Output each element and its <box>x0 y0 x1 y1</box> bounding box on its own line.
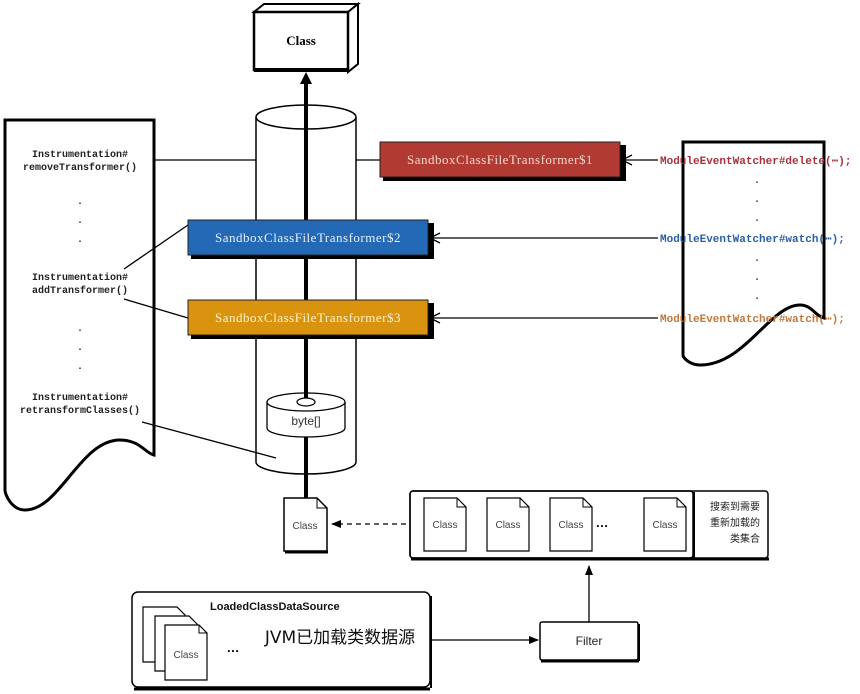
ellipsis-dot: . <box>77 197 83 208</box>
search-set-desc-line1: 搜索到需要 <box>710 500 760 513</box>
ellipsis-dot: . <box>77 343 83 354</box>
output-class-label: Class <box>292 521 317 532</box>
watcher-call-delete: ModuleEventWatcher#delete(⋯); <box>660 156 851 168</box>
add-transformer-line1: Instrumentation# <box>32 272 128 284</box>
search-set-desc-line3: 类集合 <box>730 532 760 545</box>
ellipsis-dot: . <box>754 253 761 265</box>
class-box: Class <box>251 1 361 75</box>
add-connector-3 <box>123 298 189 319</box>
byte-array-disk: byte[] <box>266 372 346 438</box>
loaded-class-data-source: LoadedClassDataSource Class … JVM已加载类数据源 <box>131 591 432 691</box>
add-transformer-line2: addTransformer() <box>32 285 128 297</box>
ellipsis-dot: . <box>77 216 83 227</box>
ellipsis-dot: . <box>754 175 761 187</box>
transformer-2-label: SandboxClassFileTransformer$2 <box>215 230 401 245</box>
search-result-set: Class Class Class Class … 搜索到需要 重新加载的 类集合 <box>409 490 769 561</box>
ellipsis-dot: . <box>754 291 761 303</box>
byte-array-label: byte[] <box>291 414 320 428</box>
search-set-class-file: Class <box>423 497 467 552</box>
search-set-ellipsis: … <box>596 515 609 530</box>
transformer-2: SandboxClassFileTransformer$2 <box>187 219 434 259</box>
remove-transformer-line2: removeTransformer() <box>23 162 137 174</box>
output-class-file: Class <box>283 497 328 554</box>
instrumentation-document: Instrumentation# removeTransformer() . .… <box>3 118 156 512</box>
transformer-3-label: SandboxClassFileTransformer$3 <box>215 310 401 325</box>
stack-front-class-label: Class <box>173 650 198 661</box>
search-set-class-label: Class <box>652 520 677 531</box>
add-connector-2 <box>123 224 189 270</box>
remove-transformer-line1: Instrumentation# <box>32 149 128 161</box>
retransform-classes-line2: retransformClasses() <box>20 405 140 417</box>
data-source-title: LoadedClassDataSource <box>210 601 340 613</box>
ellipsis-dot: . <box>77 362 83 373</box>
retransform-connector <box>141 421 277 459</box>
ellipsis-dot: . <box>754 213 761 225</box>
search-set-class-label: Class <box>558 520 583 531</box>
transformer-1: SandboxClassFileTransformer$1 <box>379 141 626 181</box>
transformer-1-label: SandboxClassFileTransformer$1 <box>407 152 593 167</box>
search-set-class-file: Class <box>549 497 593 552</box>
ellipsis-dot: . <box>754 272 761 284</box>
watcher-call-watch-3: ModuleEventWatcher#watch(⋯); <box>660 314 845 326</box>
search-set-class-label: Class <box>432 520 457 531</box>
ellipsis-dot: . <box>77 235 83 246</box>
search-set-class-file: Class <box>486 497 530 552</box>
data-source-description: JVM已加载类数据源 <box>264 628 415 648</box>
retransform-classes-line1: Instrumentation# <box>32 392 128 404</box>
search-set-class-file: Class <box>643 497 687 552</box>
ellipsis-dot: . <box>77 324 83 335</box>
filter-label: Filter <box>576 634 603 648</box>
class-box-label: Class <box>286 33 316 48</box>
class-file-stack: Class <box>142 606 208 681</box>
filter-box: Filter <box>539 621 640 663</box>
search-set-class-label: Class <box>495 520 520 531</box>
data-source-ellipsis: … <box>227 640 240 655</box>
transformer-3: SandboxClassFileTransformer$3 <box>187 299 434 339</box>
search-set-desc-line2: 重新加载的 <box>710 516 760 529</box>
watcher-document: . . . . . . <box>681 140 826 367</box>
ellipsis-dot: . <box>754 194 761 206</box>
watcher-call-watch-2: ModuleEventWatcher#watch(⋯); <box>660 234 845 246</box>
flow-arrow-icon <box>300 72 312 84</box>
